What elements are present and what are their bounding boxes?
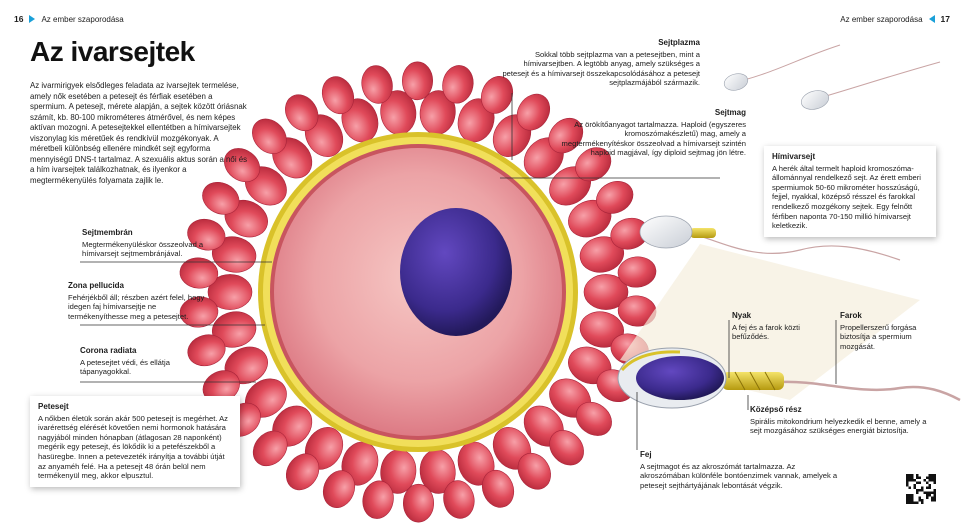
label-sejtmembran-title: Sejtmembrán xyxy=(82,228,133,237)
label-fej-text: A sejtmagot és az akroszómát tartalmazza… xyxy=(640,461,838,490)
himivarsejt-text: A herék által termelt haploid kromoszóma… xyxy=(772,163,921,231)
corona-cell xyxy=(442,65,474,104)
label-sejtplazma: Sejtplazma Sokkal több sejtplazma van a … xyxy=(500,38,700,88)
qr-code-icon xyxy=(906,474,936,504)
corona-cell xyxy=(179,296,219,328)
corona-cell xyxy=(401,61,434,101)
small-sperm-2 xyxy=(800,61,941,110)
label-kozepso-text: Spirális mitokondrium helyezkedik el ben… xyxy=(750,416,927,436)
label-zona-text: Fehérjékből áll; részben azért felel, ho… xyxy=(68,292,205,321)
corona-cell xyxy=(402,483,435,523)
corona-cell xyxy=(617,256,657,288)
left-header-title: Az ember szaporodása xyxy=(41,14,124,24)
corona-cell xyxy=(202,181,240,215)
label-zona-title: Zona pellucida xyxy=(68,281,125,290)
label-nyak-title: Nyak xyxy=(732,311,752,320)
intro-text: Az ivarmirigyek elsődleges feladata az i… xyxy=(30,81,248,185)
leader-lines xyxy=(80,93,837,450)
label-fej: Fej A sejtmagot és az akroszómát tartalm… xyxy=(640,450,838,490)
petesejt-text: A nőkben életük során akár 500 petesejt … xyxy=(38,413,228,481)
small-sperm-1 xyxy=(723,44,841,91)
label-sejtplazma-title: Sejtplazma xyxy=(658,38,700,47)
corona-cell xyxy=(443,480,475,519)
label-nyak: Nyak A fej és a farok közti befűződés. xyxy=(732,311,820,342)
left-page-number: 16 xyxy=(14,14,24,24)
label-kozepso-resz: Középső rész Spirális mitokondrium helye… xyxy=(750,405,936,436)
corona-radiata-cells xyxy=(179,61,657,523)
arrow-left-icon xyxy=(928,15,935,23)
corona-cell xyxy=(207,274,253,310)
corona-cell xyxy=(480,76,514,114)
corona-cell xyxy=(362,480,394,519)
corona-cell xyxy=(285,94,319,132)
corona-cell xyxy=(285,453,320,491)
label-nyak-text: A fej és a farok közti befűződés. xyxy=(732,322,800,342)
label-farok-text: Propellerszerű forgása biztosítja a sper… xyxy=(840,322,917,351)
medium-sperm xyxy=(639,215,901,261)
himivarsejt-title: Hímivarsejt xyxy=(772,152,816,161)
corona-cell xyxy=(575,147,612,182)
corona-cell xyxy=(321,76,355,115)
corona-cell xyxy=(481,469,515,508)
label-fej-title: Fej xyxy=(640,450,652,459)
left-page-header: 16 Az ember szaporodása xyxy=(14,14,124,24)
label-corona-text: A petesejtet védi, és ellátja tápanyagok… xyxy=(80,357,170,377)
corona-cell xyxy=(322,470,356,508)
corona-cell xyxy=(548,117,584,154)
label-kozepso-title: Középső rész xyxy=(750,405,802,414)
label-sejtmembran-text: Megtermékenyüléskor összeolvad a hímivar… xyxy=(82,239,204,259)
label-corona-title: Corona radiata xyxy=(80,346,137,355)
label-farok-title: Farok xyxy=(840,311,862,320)
right-header-title: Az ember szaporodása xyxy=(840,14,923,24)
large-sperm-cross-section xyxy=(617,347,961,409)
corona-cell xyxy=(187,218,226,251)
himivarsejt-box: Hímivarsejt A herék által termelt haploi… xyxy=(764,146,936,237)
label-sejtmag-title: Sejtmag xyxy=(714,108,746,117)
corona-cell xyxy=(579,236,625,273)
label-corona-radiata: Corona radiata A petesejtet védi, és ell… xyxy=(80,346,200,377)
corona-cell xyxy=(179,257,219,289)
label-sejtplazma-text: Sokkal több sejtplazma van a petesejtben… xyxy=(502,49,700,88)
corona-cell xyxy=(187,334,226,367)
corona-cell xyxy=(224,148,261,183)
corona-cell xyxy=(516,93,551,131)
petesejt-title: Petesejt xyxy=(38,402,69,411)
corona-cell xyxy=(549,430,584,466)
corona-cell xyxy=(583,274,629,310)
corona-cell xyxy=(517,452,551,490)
corona-cell xyxy=(596,181,634,214)
corona-cell xyxy=(252,430,288,467)
corona-cell xyxy=(361,65,393,104)
nucleus xyxy=(400,208,512,336)
right-page-number: 17 xyxy=(940,14,950,24)
page-title: Az ivarsejtek xyxy=(30,36,195,67)
label-sejtmag: Sejtmag Az örökítőanyagot tartalmazza. H… xyxy=(560,108,746,158)
label-sejtmembran: Sejtmembrán Megtermékenyüléskor összeolv… xyxy=(82,228,232,259)
arrow-right-icon xyxy=(29,15,36,23)
petesejt-box: Petesejt A nőkben életük során akár 500 … xyxy=(30,396,240,487)
label-zona-pellucida: Zona pellucida Fehérjékből áll; részben … xyxy=(68,281,208,321)
corona-cell xyxy=(252,118,287,154)
corona-cell xyxy=(575,401,612,436)
right-page-header: Az ember szaporodása 17 xyxy=(840,14,950,24)
label-sejtmag-text: Az örökítőanyagot tartalmazza. Haploid (… xyxy=(561,119,746,158)
label-farok: Farok Propellerszerű forgása biztosítja … xyxy=(840,311,936,351)
